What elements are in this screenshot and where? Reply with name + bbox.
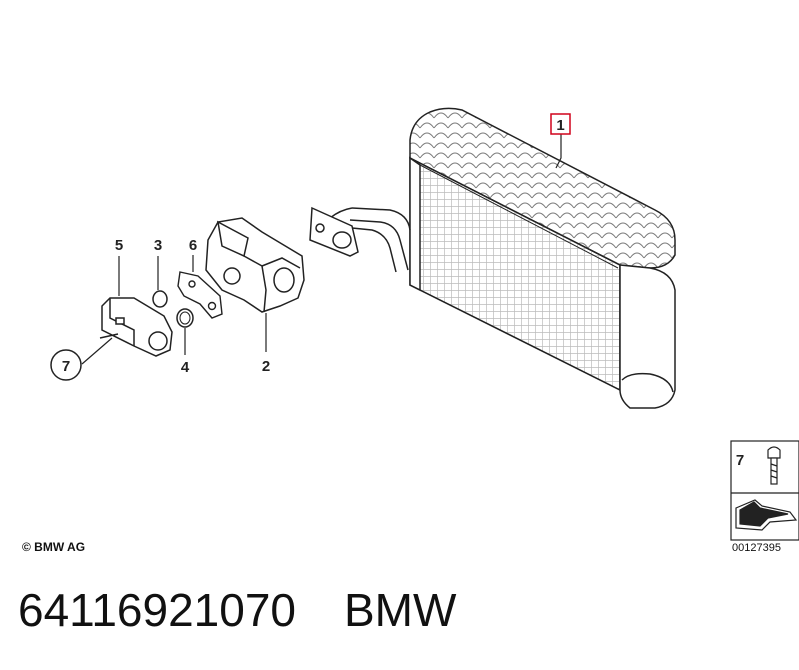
callout-7: 7 bbox=[50, 349, 82, 381]
brand-name: BMW bbox=[344, 584, 457, 636]
callout-6: 6 bbox=[189, 237, 197, 254]
callout-5: 5 bbox=[115, 237, 123, 254]
evaporator-end-tank bbox=[619, 264, 676, 409]
document-number: 00127395 bbox=[732, 542, 781, 554]
svg-text:7: 7 bbox=[736, 452, 744, 469]
part-number: 64116921070 bbox=[18, 584, 296, 636]
gasket-part-6 bbox=[177, 271, 223, 319]
screw-icon bbox=[767, 446, 781, 485]
callout-2: 2 bbox=[262, 358, 270, 375]
evaporator-part-1 bbox=[409, 107, 676, 409]
callout-1: 1 bbox=[550, 113, 571, 135]
copyright-label: © BMW AG bbox=[22, 540, 86, 554]
leader-1 bbox=[555, 134, 562, 169]
svg-text:7: 7 bbox=[62, 358, 70, 375]
callout-3: 3 bbox=[154, 237, 162, 254]
fastener-inset: 7 bbox=[730, 440, 799, 541]
callout-4: 4 bbox=[181, 359, 190, 376]
svg-text:1: 1 bbox=[556, 117, 564, 134]
refrigerant-pipes bbox=[329, 207, 411, 273]
o-ring-part-3 bbox=[152, 290, 168, 308]
o-ring-part-4 bbox=[176, 308, 194, 328]
footer-caption: 64116921070 BMW bbox=[18, 583, 504, 637]
connector-block-part-2 bbox=[205, 217, 305, 313]
evaporator-top-header bbox=[409, 107, 676, 269]
arrow-icon bbox=[735, 499, 798, 531]
leader-lines bbox=[81, 134, 562, 365]
expansion-valve-part-5 bbox=[99, 297, 173, 357]
pipe-flange bbox=[309, 206, 359, 257]
leader-7 bbox=[81, 337, 113, 365]
